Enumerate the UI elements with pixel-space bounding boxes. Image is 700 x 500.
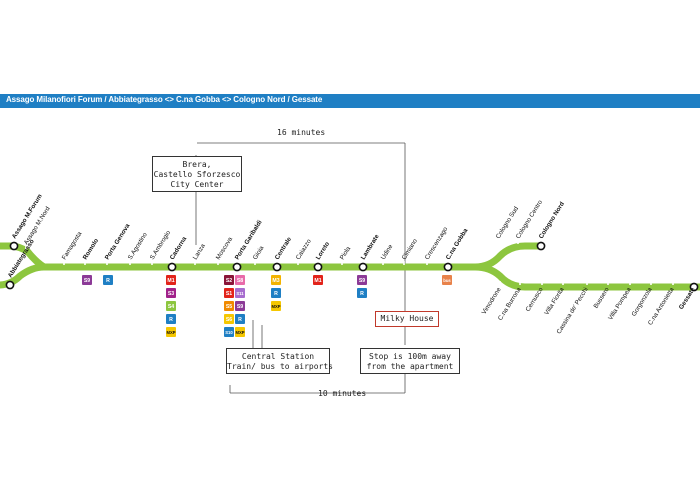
track-segment — [0, 263, 48, 289]
interchange-badge-label-mxp: MXP — [271, 304, 280, 309]
station-label-udine: Udine — [380, 243, 395, 261]
interchange-badge-label-r: R — [169, 317, 173, 323]
station-marker-c-na-gobba — [443, 262, 453, 272]
interchange-badge-s2 — [224, 275, 234, 285]
station-label-cimiano: Cimiano — [401, 237, 419, 261]
station-marker-loreto — [313, 262, 323, 272]
station-label-moscova: Moscova — [215, 236, 235, 261]
station-label-cadorna: Cadorna — [169, 235, 189, 261]
track-segment — [471, 242, 544, 271]
station-label-villa-pompea: Villa Pompea — [607, 286, 633, 321]
interchange-badge-label-s4: S4 — [168, 304, 174, 310]
interchange-badge-s9 — [82, 275, 92, 285]
central-station-callout: Central Station Train/ bus to airports — [226, 348, 333, 374]
interchange-badge-mxp — [235, 327, 245, 337]
interchange-badge-label-mxp: MXP — [235, 330, 244, 335]
interchange-badge-label-s9: S9 — [84, 278, 90, 284]
interchange-badge-label-bus: bus — [443, 278, 451, 283]
interchange-badge-bus — [442, 275, 452, 285]
interchange-badge-label-s2: S2 — [226, 278, 232, 284]
interchange-badge-label-s8: S8 — [237, 278, 243, 284]
station-label-centrale: Centrale — [274, 236, 294, 261]
track-segment — [471, 263, 700, 291]
station-label-piola: Piola — [339, 245, 353, 261]
interchange-badge-s5 — [224, 301, 234, 311]
interchange-badge-label-s3: S3 — [168, 291, 174, 297]
interchange-badge-mxp — [166, 327, 176, 337]
milky-house-label: Milky House — [380, 314, 434, 323]
interchange-badge-label-r: R — [106, 278, 110, 284]
interchange-badge-s6 — [224, 314, 234, 324]
interchange-badge-s3 — [166, 288, 176, 298]
interchange-badge-label-r: R — [238, 317, 242, 323]
station-label-famagosta: Famagosta — [61, 230, 84, 261]
station-label-lambrate: Lambrate — [360, 233, 381, 261]
interchange-badge-s10 — [224, 327, 234, 337]
stop-distance-line: from the apartment — [366, 362, 454, 371]
station-marker-cadorna — [167, 262, 177, 272]
interchange-badge-r — [166, 314, 176, 324]
line-title-banner: Assago Milanofiori Forum / Abbiategrasso… — [0, 94, 700, 108]
station-label-romolo: Romolo — [82, 237, 100, 261]
interchange-badge-label-r: R — [274, 291, 278, 297]
central-station-line: Train/ bus to airports — [227, 362, 333, 371]
station-label-caiazzo: Caiazzo — [295, 238, 313, 261]
interchange-badge-s8 — [235, 275, 245, 285]
interchange-badge-label-m3: M3 — [272, 278, 279, 284]
station-label-gorgonzola: Gorgonzola — [631, 286, 654, 318]
station-marker-porta-garibaldi — [232, 262, 242, 272]
line-title: Assago Milanofiori Forum / Abbiategrasso… — [6, 95, 323, 104]
interchange-badge-label-s10: S10 — [225, 330, 233, 335]
brera-callout: Brera, Castello Sforzesco City Center — [152, 156, 242, 192]
interchange-badge-r — [271, 288, 281, 298]
interchange-badge-label-s11: S11 — [236, 291, 244, 296]
brera-callout-line: Brera, — [182, 160, 212, 169]
milky-house-callout: Milky House — [375, 311, 439, 327]
station-marker-assago-m-forum — [9, 241, 19, 251]
station-marker-abbiategrasso — [5, 280, 15, 290]
interchange-badge-r — [103, 275, 113, 285]
interchange-badge-label-m1: M1 — [167, 278, 174, 284]
station-label-lanza: Lanza — [192, 242, 207, 261]
station-label-loreto: Loreto — [315, 241, 331, 261]
interchange-badge-m1 — [166, 275, 176, 285]
interchange-badge-s11 — [235, 288, 245, 298]
stop-distance-line: Stop is 100m away — [369, 352, 451, 361]
top-travel-time: 16 minutes — [277, 128, 326, 137]
station-label-vimodrone: Vimodrone — [481, 286, 503, 316]
station-marker-gessate — [689, 282, 699, 292]
interchange-badge-label-s9: S9 — [237, 304, 243, 310]
interchange-badge-label-s6: S6 — [226, 317, 232, 323]
central-station-line: Central Station — [241, 352, 315, 361]
interchange-badge-label-m1: M1 — [314, 278, 321, 284]
interchange-badge-label-s1: S1 — [226, 291, 232, 297]
interchange-badge-m1 — [313, 275, 323, 285]
interchange-badge-label-r: R — [360, 291, 364, 297]
interchange-badge-r — [357, 288, 367, 298]
station-marker-lambrate — [358, 262, 368, 272]
interchange-badge-s9 — [235, 301, 245, 311]
interchange-badge-m3 — [271, 275, 281, 285]
brera-callout-line: Castello Sforzesco — [153, 170, 241, 179]
station-marker-centrale — [272, 262, 282, 272]
interchange-badge-label-mxp: MXP — [166, 330, 175, 335]
station-label-cologno-nord: Cologno Nord — [538, 201, 566, 240]
interchange-badge-s9 — [357, 275, 367, 285]
bottom-travel-time: 10 minutes — [318, 389, 367, 398]
interchange-badge-r — [235, 314, 245, 324]
interchange-badge-label-s9: S9 — [359, 278, 365, 284]
station-label-c-na-gobba: C.na Gobba — [445, 227, 470, 261]
interchange-badge-s1 — [224, 288, 234, 298]
station-label-s-agostino: S.Agostino — [127, 231, 149, 261]
interchange-badge-s4 — [166, 301, 176, 311]
interchange-badge-label-s5: S5 — [226, 304, 232, 310]
station-label-gioia: Gioia — [252, 244, 266, 261]
brera-callout-line: City Center — [170, 180, 224, 189]
station-marker-cologno-nord — [536, 241, 546, 251]
interchange-badge-mxp — [271, 301, 281, 311]
stop-distance-callout: Stop is 100m away from the apartment — [360, 348, 460, 374]
